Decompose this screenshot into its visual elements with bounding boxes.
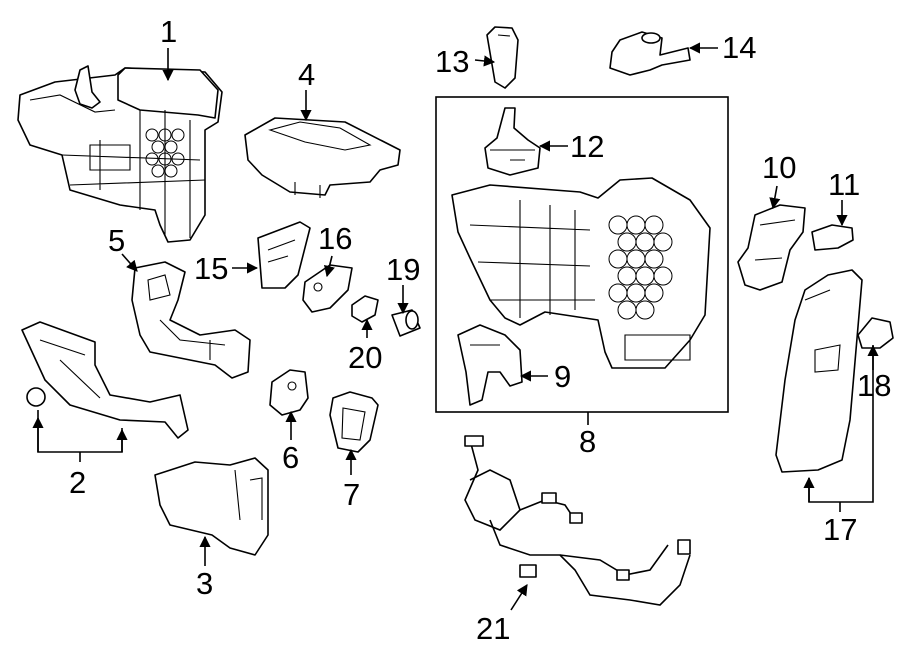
part-9-bracket (457, 324, 523, 406)
callout-5: 5 (108, 223, 125, 258)
callout-16: 16 (318, 221, 352, 256)
callout-19: 19 (386, 252, 420, 287)
callout-2: 2 (69, 465, 86, 500)
callout-10: 10 (762, 150, 796, 185)
part-18-clip (857, 317, 894, 349)
part-6-bracket (269, 369, 309, 416)
part-11-clip (811, 224, 854, 251)
part-3-lower-panel (154, 457, 269, 556)
part-2-side-trim (21, 321, 189, 439)
callout-21: 21 (476, 611, 510, 646)
callout-14: 14 (722, 30, 756, 65)
callout-4: 4 (298, 57, 315, 92)
leader-lines (32, 42, 879, 611)
callout-6: 6 (282, 440, 299, 475)
part-21-wiring-harness (464, 435, 691, 606)
part-15-trim (257, 221, 311, 289)
part-12-shifter (484, 107, 541, 176)
part-14-mount (609, 31, 691, 76)
part-7-bracket (329, 391, 379, 453)
callout-11: 11 (828, 167, 860, 202)
part-17-side-panel (775, 269, 863, 473)
callout-18: 18 (857, 368, 891, 403)
part-13-shift-knob (486, 26, 519, 89)
callout-20: 20 (348, 340, 382, 375)
part-8-console-frame (451, 177, 711, 369)
part-4-console-cover (244, 117, 401, 198)
callout-17: 17 (823, 512, 857, 547)
callout-1: 1 (160, 14, 177, 49)
part-19-plug (391, 309, 421, 337)
callout-7: 7 (343, 477, 360, 512)
callout-9: 9 (554, 359, 571, 394)
part-1-console-assembly (17, 65, 223, 243)
callout-labels: 1 2 3 4 5 6 7 8 9 10 11 12 13 14 15 16 1… (69, 14, 891, 646)
part-8-box (435, 96, 729, 413)
part-5-front-bracket (131, 261, 251, 379)
callout-15: 15 (194, 251, 228, 286)
part-10-bracket (737, 204, 806, 291)
part-20-clip (351, 295, 379, 323)
callout-3: 3 (196, 566, 213, 601)
callout-8: 8 (579, 424, 596, 459)
callout-12: 12 (570, 129, 604, 164)
callout-13: 13 (435, 44, 469, 79)
